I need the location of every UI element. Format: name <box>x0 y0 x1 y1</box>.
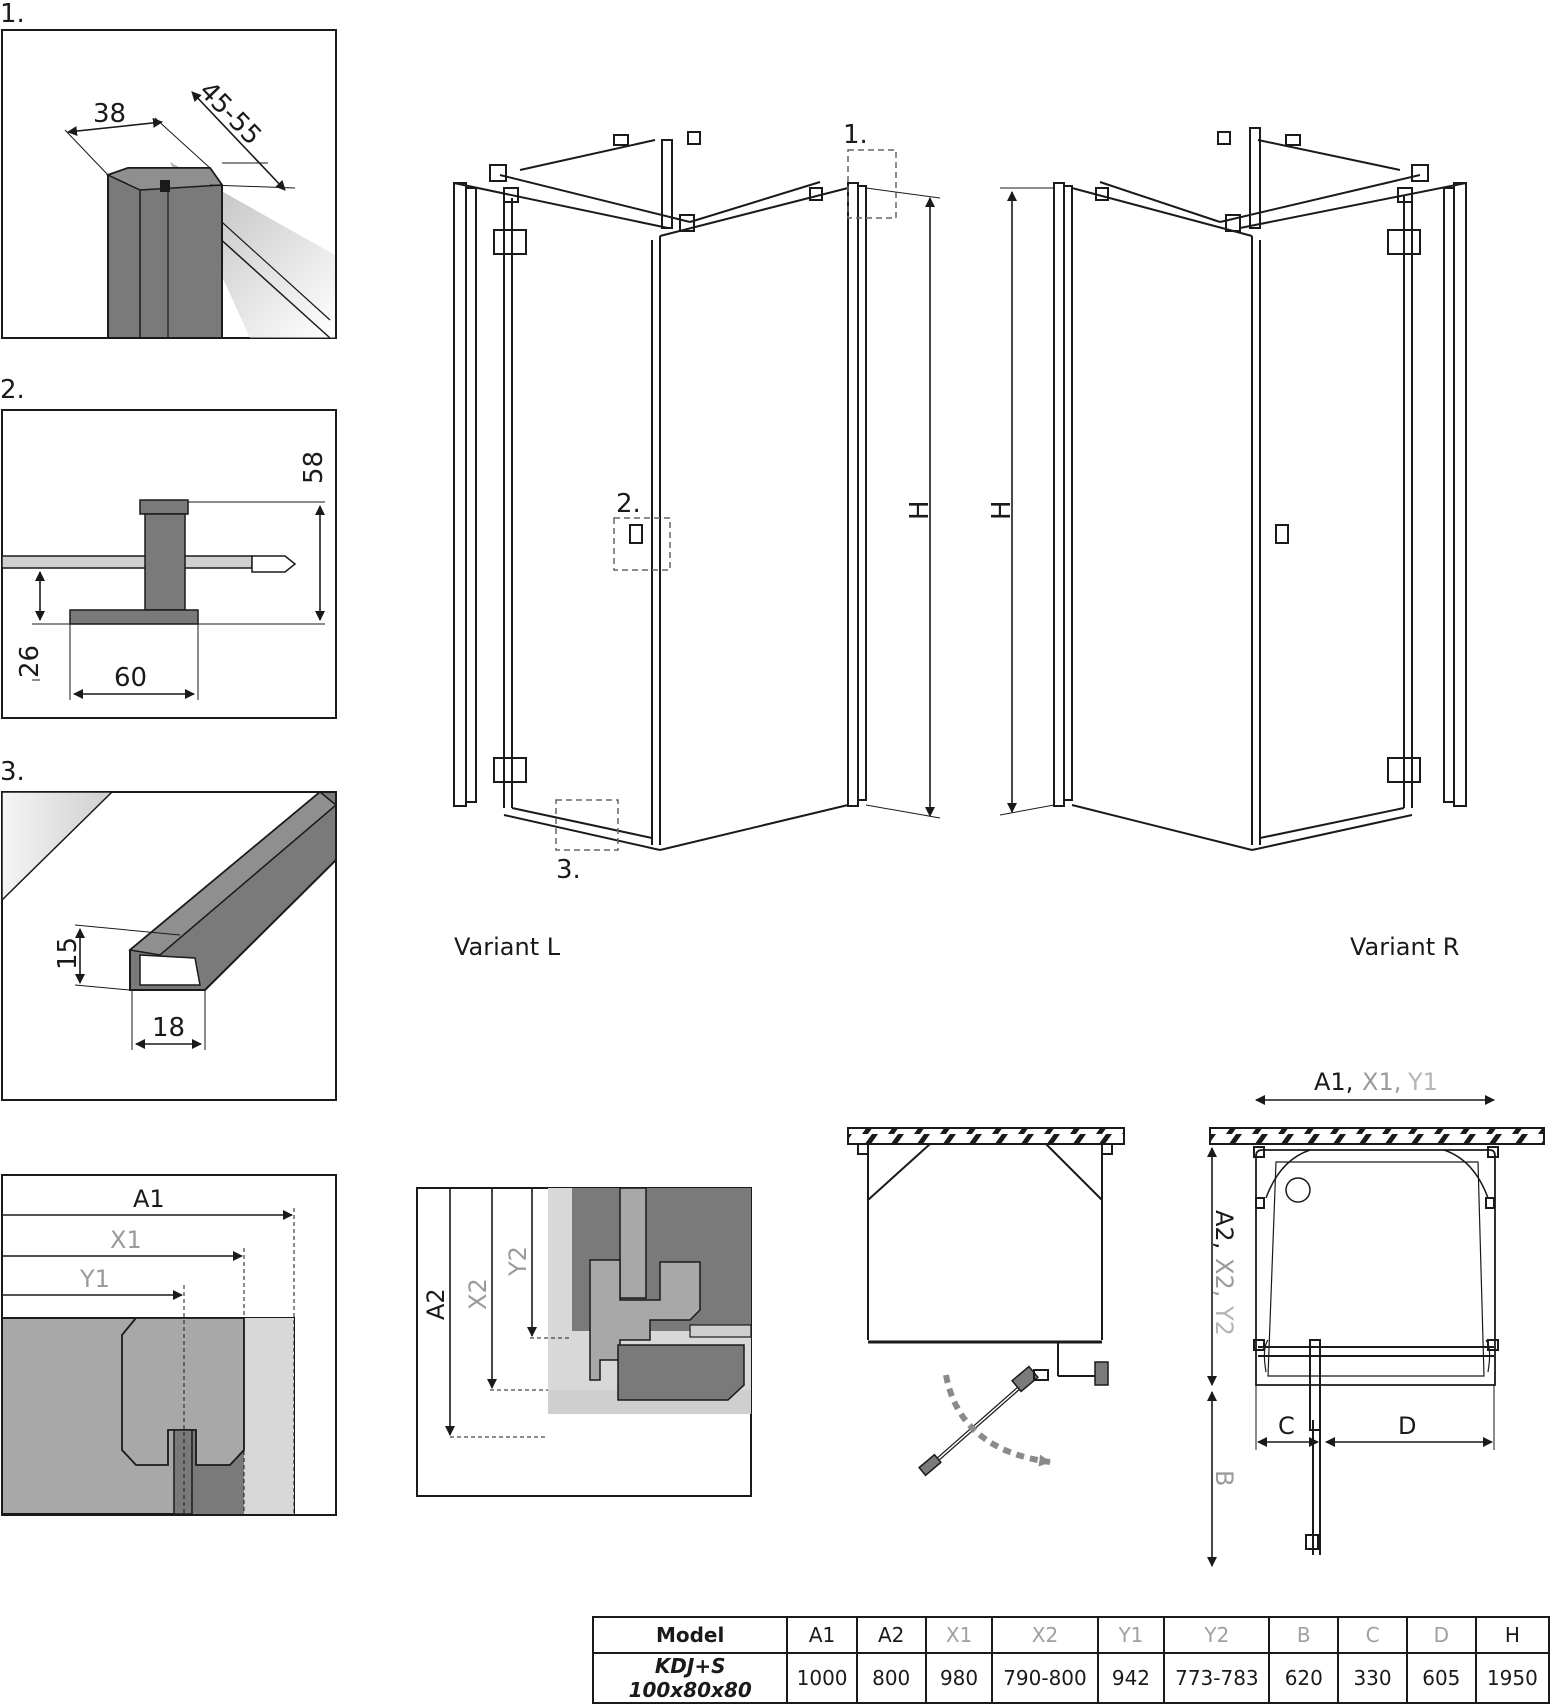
table-cell: 605 <box>1405 1652 1477 1704</box>
detail-2-dim-26: 26 <box>15 645 45 678</box>
plan-label-y1: Y1 <box>1407 1068 1438 1096</box>
plan-label-d: D <box>1398 1412 1416 1440</box>
table-cell: 800 <box>855 1652 927 1704</box>
height-label-r: H <box>987 500 1017 520</box>
profile-detail: A1 X1 Y1 <box>1 1174 337 1516</box>
table-header: X1 <box>924 1616 994 1654</box>
table-cell: 790-800 <box>991 1652 1099 1704</box>
variant-l-view: 1. 2. 3. H Variant L <box>453 120 941 961</box>
detail-2-dim-58: 58 <box>299 451 329 484</box>
corner-label-x2: X2 <box>464 1278 492 1310</box>
detail-3-number: 3. <box>0 757 25 787</box>
table-cell-model: KDJ+S 100x80x80 <box>591 1652 789 1704</box>
variant-r-label: Variant R <box>1350 933 1459 961</box>
side-plan <box>847 1127 1125 1477</box>
detail-2-number: 2. <box>0 375 25 405</box>
detail-3-dim-18: 18 <box>152 1013 185 1043</box>
profile-label-a1: A1 <box>133 1185 165 1213</box>
corner-label-a2: A2 <box>422 1288 450 1320</box>
detail-3-dim-15: 15 <box>53 937 83 970</box>
table-cell: 620 <box>1268 1652 1340 1704</box>
table-cell: 1950 <box>1474 1652 1550 1704</box>
table-cell: 980 <box>924 1652 994 1704</box>
table-cell: 942 <box>1096 1652 1166 1704</box>
table-cell: 1000 <box>786 1652 858 1704</box>
table-header: Y2 <box>1163 1616 1271 1654</box>
table-header: Y1 <box>1096 1616 1166 1654</box>
corner-label-y2: Y2 <box>504 1246 532 1277</box>
plan-label-x2: X2, <box>1210 1258 1238 1297</box>
table-header-row: Model A1 A2 X1 X2 Y1 Y2 B C D H <box>591 1616 1550 1654</box>
table-cell: 330 <box>1337 1652 1408 1704</box>
plan-label-c: C <box>1278 1412 1295 1440</box>
detail-3: 3. 15 18 <box>0 757 338 1101</box>
detail-1: 1. 38 45-55 <box>0 0 337 339</box>
callout-1: 1. <box>843 120 868 150</box>
top-plan: A1, X1, Y1 A2, X2, Y2 B C <box>1207 1068 1545 1567</box>
table-header: A2 <box>855 1616 927 1654</box>
callout-3: 3. <box>556 855 581 885</box>
table-row: KDJ+S 100x80x80 1000 800 980 790-800 942… <box>591 1652 1550 1704</box>
table-header: H <box>1474 1616 1550 1654</box>
plan-label-x1: X1, <box>1362 1068 1401 1096</box>
spec-table: Model A1 A2 X1 X2 Y1 Y2 B C D H KDJ+S 10… <box>591 1616 1550 1704</box>
detail-2-dim-60: 60 <box>114 663 147 693</box>
plan-label-a2: A2, <box>1210 1210 1238 1249</box>
table-header: X2 <box>991 1616 1099 1654</box>
callout-2: 2. <box>616 489 641 519</box>
corner-detail: A2 X2 Y2 <box>416 1187 752 1497</box>
detail-1-dim-38: 38 <box>93 99 126 129</box>
variant-l-label: Variant L <box>454 933 561 961</box>
table-header: Model <box>591 1616 789 1654</box>
table-header: B <box>1268 1616 1340 1654</box>
plan-label-y2: Y2 <box>1210 1305 1238 1336</box>
table-header: D <box>1405 1616 1477 1654</box>
table-header: C <box>1337 1616 1408 1654</box>
detail-1-number: 1. <box>0 0 25 29</box>
plan-label-a1: A1, <box>1314 1068 1353 1096</box>
variant-r-view: H Variant R <box>987 127 1467 961</box>
height-label-l: H <box>905 500 935 520</box>
detail-2: 2. 58 26 60 <box>0 375 337 719</box>
table-cell: 773-783 <box>1163 1652 1271 1704</box>
plan-label-b: B <box>1210 1470 1238 1486</box>
profile-label-x1: X1 <box>110 1226 142 1254</box>
table-header: A1 <box>786 1616 858 1654</box>
profile-label-y1: Y1 <box>79 1265 110 1293</box>
